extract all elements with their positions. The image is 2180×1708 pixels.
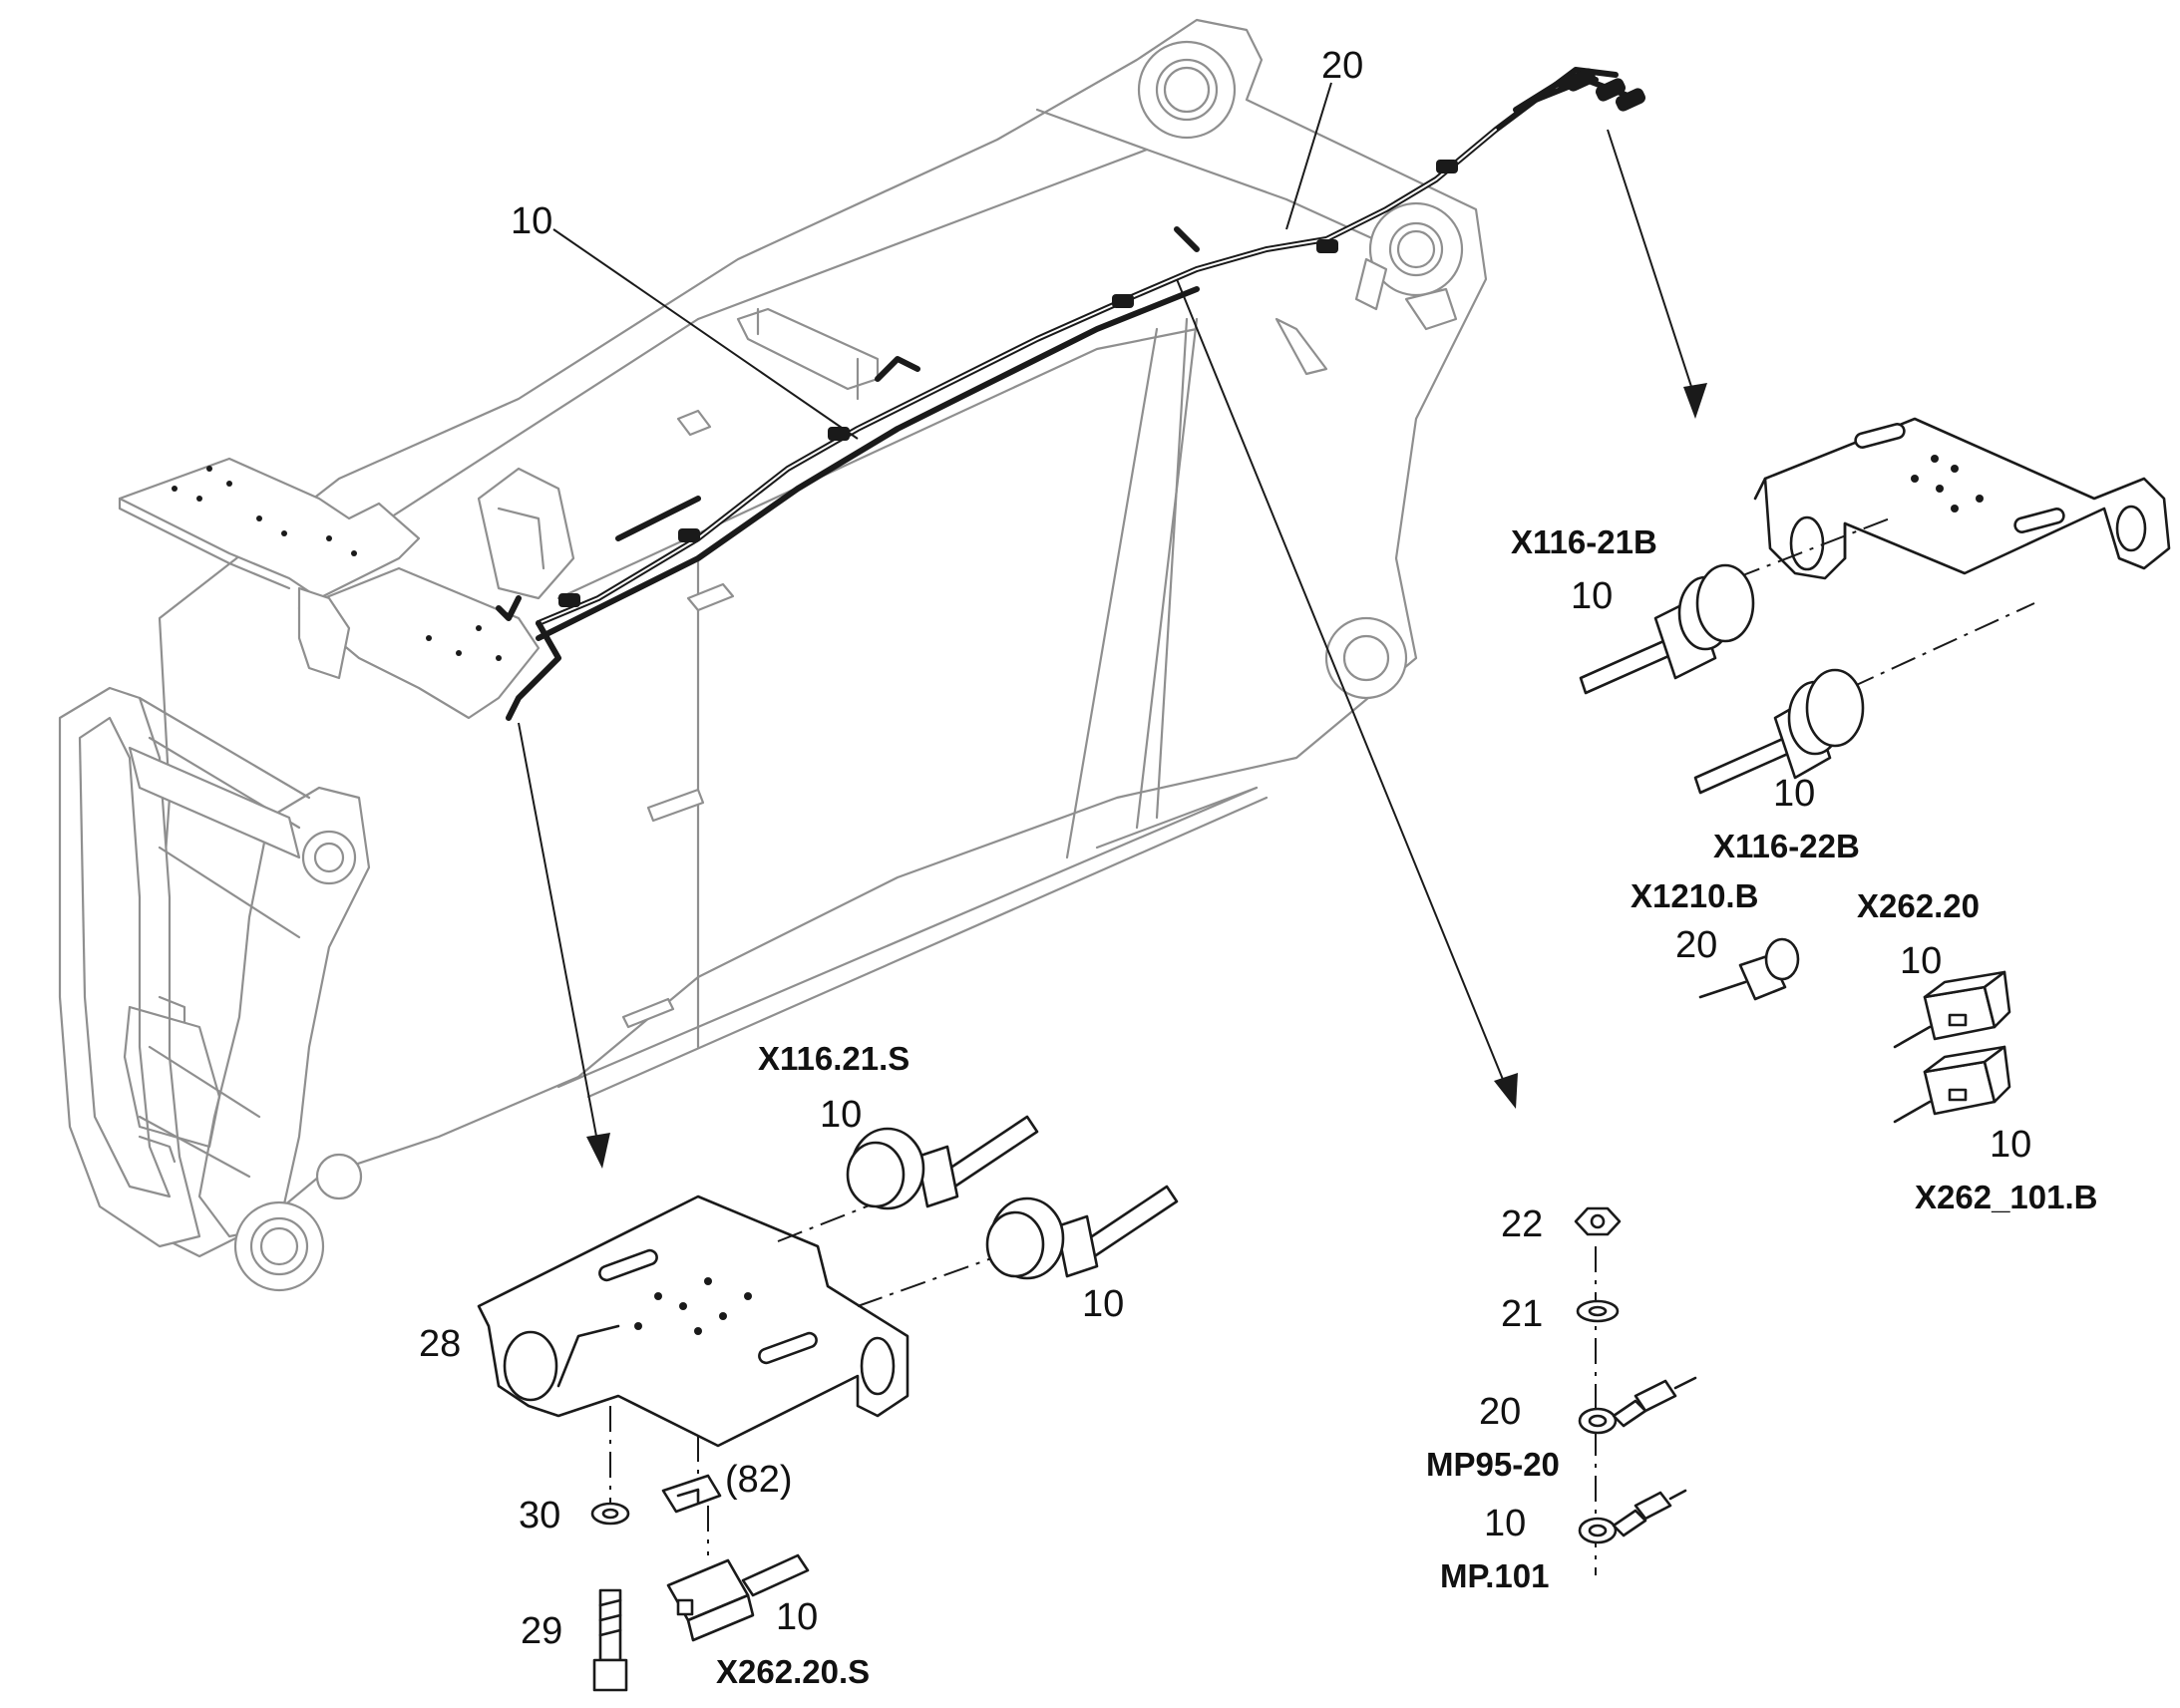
label-item-10-x262-20: 10 bbox=[1900, 940, 1942, 982]
label-item-22: 22 bbox=[1501, 1203, 1543, 1245]
label-item-10-x262-20s: 10 bbox=[776, 1596, 818, 1638]
label-item-10-x116-21b: 10 bbox=[1571, 575, 1613, 617]
label-item-10-x116-22b: 10 bbox=[1773, 773, 1815, 815]
label-item-20-x1210-b: 20 bbox=[1675, 924, 1717, 966]
label-item-28: 28 bbox=[419, 1323, 461, 1365]
label-x262-101b: X262_101.B bbox=[1915, 1179, 2097, 1215]
detail-lower-right bbox=[1574, 1206, 1697, 1575]
label-x116-22b: X116-22B bbox=[1713, 828, 1860, 864]
callout-labels: 20 10 X116-21B 10 10 X116-22B X1210.B 20… bbox=[419, 45, 2097, 1690]
detail-lower-left bbox=[477, 1115, 1179, 1692]
label-item-10-mp101: 10 bbox=[1484, 1503, 1526, 1544]
callout-arrows bbox=[518, 82, 1707, 1169]
label-x116-21s: X116.21.S bbox=[758, 1040, 909, 1077]
label-x262-20: X262.20 bbox=[1857, 887, 1980, 924]
label-x262-20s: X262.20.S bbox=[716, 1653, 870, 1690]
label-mp-101: MP.101 bbox=[1440, 1557, 1549, 1594]
label-item-10-x116-21s: 10 bbox=[820, 1094, 862, 1136]
label-item-10-top: 10 bbox=[511, 200, 552, 242]
label-x116-21b: X116-21B bbox=[1511, 523, 1657, 560]
label-item-10-x262-101b: 10 bbox=[1990, 1124, 2031, 1166]
label-item-20-mp95: 20 bbox=[1479, 1391, 1521, 1433]
label-x1210-b: X1210.B bbox=[1631, 877, 1758, 914]
label-item-82: (82) bbox=[725, 1459, 793, 1501]
wire-harness bbox=[496, 67, 1646, 721]
label-item-30: 30 bbox=[519, 1495, 560, 1537]
boom-outline bbox=[58, 18, 1488, 1292]
label-item-10-x116-22s: 10 bbox=[1082, 1283, 1124, 1325]
label-item-21: 21 bbox=[1501, 1293, 1543, 1335]
detail-upper-right bbox=[1579, 417, 2171, 1124]
label-item-29: 29 bbox=[521, 1610, 562, 1652]
label-mp95-20: MP95-20 bbox=[1426, 1446, 1560, 1483]
label-item-20-top: 20 bbox=[1321, 45, 1363, 87]
